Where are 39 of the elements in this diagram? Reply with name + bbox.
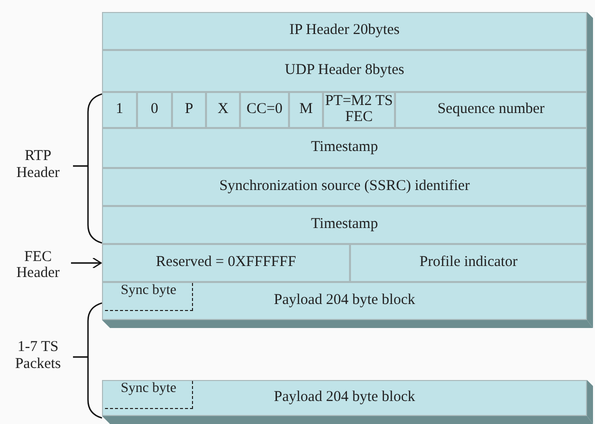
header-field [102, 206, 587, 244]
header-field [289, 92, 323, 128]
field-label: PT=M2 TS FEC [324, 94, 394, 126]
header-field [240, 92, 289, 128]
field-label: Reserved = 0XFFFFFF [156, 255, 296, 271]
header-field [102, 244, 350, 282]
field-label: Synchronization source (SSRC) identifier [219, 179, 470, 195]
field-label: Sequence number [437, 102, 545, 118]
field-label: UDP Header 8bytes [284, 63, 404, 79]
field-label: Payload 204 byte block [274, 293, 416, 309]
field-label: IP Header 20bytes [289, 23, 400, 39]
field-label: CC=0 [246, 102, 282, 118]
header-field [172, 92, 206, 128]
header-field [206, 92, 240, 128]
field-label: Timestamp [311, 217, 378, 233]
group-label: RTP Header [15, 148, 61, 182]
header-field [102, 92, 137, 128]
header-field [102, 128, 587, 168]
field-label: X [218, 102, 228, 118]
header-field [102, 168, 587, 206]
header-field [137, 92, 172, 128]
field-label: Profile indicator [420, 255, 518, 271]
sync-byte-field: Sync byte [105, 381, 193, 409]
field-label: Timestamp [311, 140, 378, 156]
field-label: M [299, 102, 313, 118]
header-field [102, 380, 587, 416]
header-field [102, 282, 587, 320]
header-label: FEC Header [5, 246, 71, 286]
field-label: Payload 204 byte block [274, 390, 416, 406]
field-label: 1 [116, 102, 124, 118]
sync-byte-field: Sync byte [105, 283, 193, 311]
group-label: 1-7 TS Packets [14, 339, 62, 374]
header-field [102, 50, 587, 92]
header-field [102, 12, 587, 50]
header-field [350, 244, 587, 282]
header-field [395, 92, 587, 128]
field-label: P [184, 102, 194, 118]
arrow [71, 257, 102, 269]
field-label: 0 [150, 102, 158, 118]
